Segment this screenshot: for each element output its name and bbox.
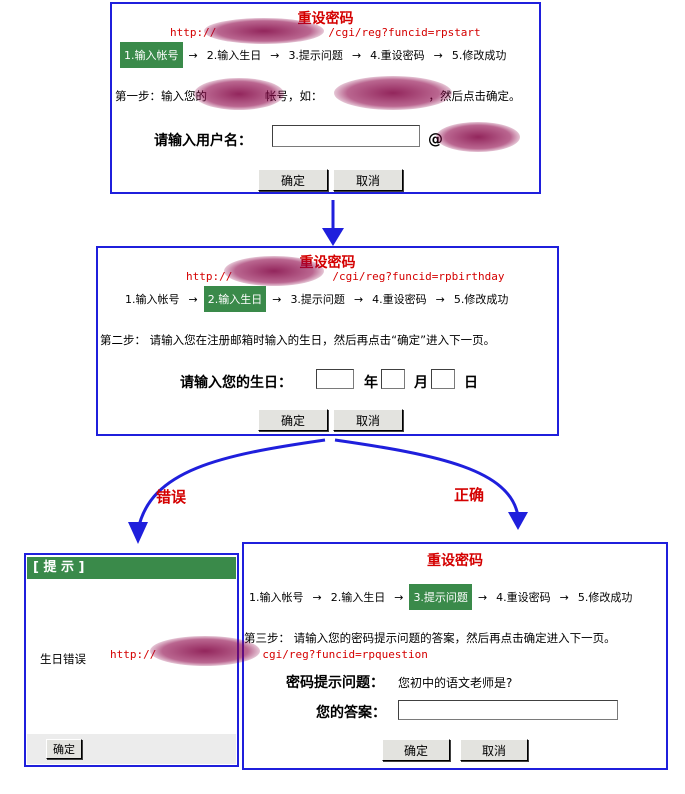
redacted-mail-domain: [436, 122, 520, 152]
arrow-icon: →: [477, 590, 488, 604]
step-item: 1.输入帐号: [125, 293, 180, 306]
panel2-title: 重设密码: [299, 255, 356, 271]
question-text: 您初中的语文老师是?: [398, 676, 513, 690]
step-item: 4.重设密码: [496, 591, 551, 604]
panel2-description: 第二步： 请输入您在注册邮箱时输入的生日，然后再点击“确定”进入下一页。: [100, 333, 496, 347]
step-item: 5.修改成功: [577, 591, 633, 604]
arrow-icon: →: [188, 48, 198, 62]
year-input[interactable]: [316, 369, 354, 389]
step2-panel: 重设密码 http:///cgi/reg?funcid=rpbirthday 1…: [96, 246, 559, 436]
arrow-icon: →: [435, 292, 445, 306]
arrow-icon: →: [188, 292, 198, 306]
arrow-icon: →: [394, 590, 404, 604]
panel3-description: 第三步： 请输入您的密码提示问题的答案，然后再点击确定进入下一页。: [244, 631, 616, 645]
error-tip-panel: [ 提 示 ] 生日错误 确定: [24, 553, 239, 767]
month-label: 月: [414, 375, 428, 391]
answer-label: 您的答案：: [316, 705, 386, 721]
arrow-icon: →: [351, 48, 362, 62]
redacted-domain: [150, 636, 260, 666]
year-label: 年: [364, 375, 378, 391]
step1-panel: 重设密码 http:///cgi/reg?funcid=rpstart 1.输入…: [110, 2, 541, 194]
panel1-steps: 1.输入帐号 → 2.输入生日 → 3.提示问题 → 4.重设密码 → 5.修改…: [120, 42, 509, 68]
panel2-url: http:///cgi/reg?funcid=rpbirthday: [186, 270, 505, 283]
error-message: 生日错误: [40, 652, 86, 666]
day-label: 日: [464, 375, 478, 391]
wrong-label: 错误: [156, 488, 187, 506]
arrow-icon: →: [353, 292, 364, 306]
step-item: 1.输入帐号: [120, 42, 183, 68]
step-item: 4.重设密码: [370, 49, 425, 62]
username-input[interactable]: [272, 125, 420, 147]
day-input[interactable]: [431, 369, 455, 389]
step-item: 5.修改成功: [453, 293, 509, 306]
tip-ok-button[interactable]: 确定: [46, 739, 82, 759]
redacted-example: [334, 76, 452, 110]
cancel-button[interactable]: 取消: [333, 409, 403, 431]
step-item: 2.输入生日: [206, 49, 262, 62]
right-label: 正确: [454, 486, 485, 504]
panel1-description: 第一步：输入您的帐号，如：，然后点击确定。: [115, 89, 521, 103]
ok-button[interactable]: 确定: [258, 169, 328, 191]
birthday-label: 请输入您的生日：: [180, 375, 292, 391]
question-label: 密码提示问题：: [286, 675, 384, 691]
step-item: 2.输入生日: [330, 591, 386, 604]
arrow-icon: →: [433, 48, 443, 62]
panel3-title: 重设密码: [427, 553, 483, 569]
redacted-domain: [224, 256, 324, 286]
panel2-steps: 1.输入帐号 → 2.输入生日 → 3.提示问题 → 4.重设密码 → 5.修改…: [122, 286, 511, 312]
ok-button[interactable]: 确定: [382, 739, 450, 761]
answer-input[interactable]: [398, 700, 618, 720]
arrow-icon: →: [312, 590, 322, 604]
step-item: 3.提示问题: [409, 584, 472, 610]
redacted-domain: [204, 18, 324, 44]
step3-panel: 重设密码 1.输入帐号 → 2.输入生日 → 3.提示问题 → 4.重设密码 →…: [242, 542, 668, 770]
down-arrow: [322, 200, 344, 246]
step-item: 2.输入生日: [203, 286, 267, 312]
panel3-steps: 1.输入帐号 → 2.输入生日 → 3.提示问题 → 4.重设密码 → 5.修改…: [246, 584, 635, 610]
arrow-icon: →: [272, 292, 282, 306]
arrow-icon: →: [559, 590, 569, 604]
right-arrow: [334, 438, 528, 530]
ok-button[interactable]: 确定: [258, 409, 328, 431]
panel3-url: http://cgi/reg?funcid=rpquestion: [110, 648, 428, 661]
arrow-icon: →: [270, 48, 280, 62]
step-item: 1.输入帐号: [249, 591, 304, 604]
month-input[interactable]: [381, 369, 405, 389]
step-item: 4.重设密码: [372, 293, 427, 306]
redacted-text: [194, 78, 284, 110]
username-label: 请输入用户名：: [154, 133, 252, 149]
step-item: 3.提示问题: [288, 49, 343, 62]
tip-header: [ 提 示 ]: [27, 557, 236, 579]
step-item: 3.提示问题: [290, 293, 345, 306]
step-item: 5.修改成功: [451, 49, 507, 62]
cancel-button[interactable]: 取消: [460, 739, 528, 761]
panel1-title: 重设密码: [297, 11, 354, 27]
cancel-button[interactable]: 取消: [333, 169, 403, 191]
